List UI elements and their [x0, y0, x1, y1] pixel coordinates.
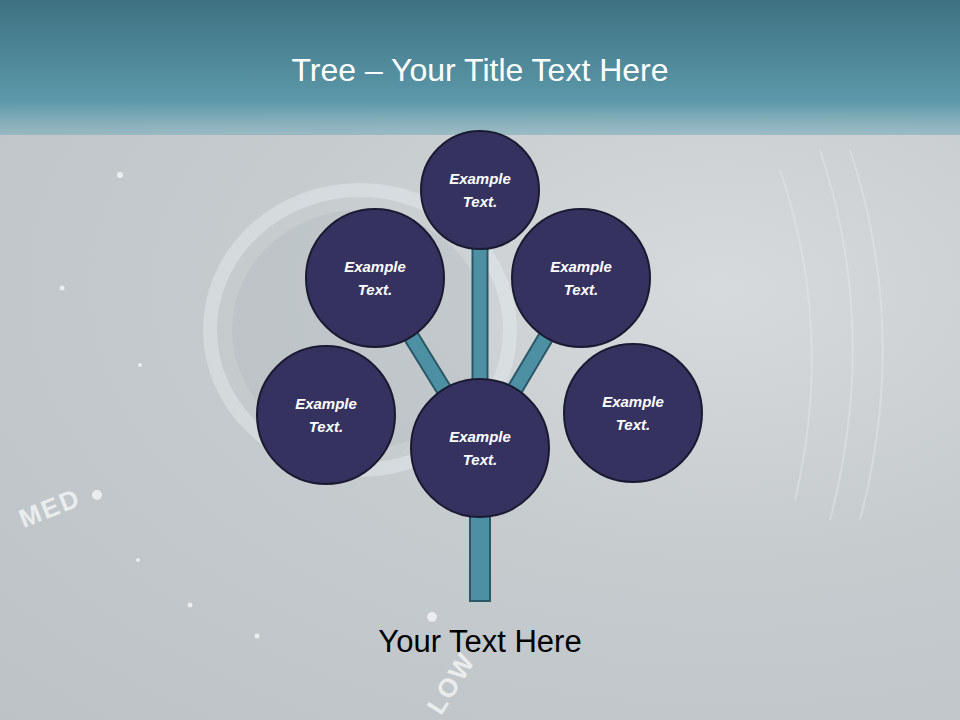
- circle-shape: [410, 378, 550, 518]
- circle-text: Example Text.: [438, 167, 522, 213]
- circle-fill: [421, 131, 539, 249]
- circle-text: Example Text.: [539, 255, 623, 301]
- circle-shape: [420, 130, 540, 250]
- circle-fill: [257, 346, 395, 484]
- light-streaks: [780, 150, 883, 520]
- tree-circle: Example Text.: [563, 343, 703, 483]
- header-band: [0, 0, 960, 135]
- tree-branch: [514, 335, 548, 392]
- circle-text: Example Text.: [333, 255, 417, 301]
- tree-circle: Example Text.: [511, 208, 651, 348]
- circle-text: Example Text.: [591, 390, 675, 436]
- branch-outline: [472, 246, 489, 382]
- watermark-label: MED: [15, 482, 86, 535]
- branch-outline: [410, 334, 446, 392]
- branch-outline: [514, 335, 548, 392]
- circle-shape: [563, 343, 703, 483]
- tree-circle: Example Text.: [420, 130, 540, 250]
- slide-title: Tree – Your Title Text Here: [0, 52, 960, 89]
- tree-circle: Example Text.: [410, 378, 550, 518]
- tree-branch: [410, 334, 446, 392]
- circle-fill: [306, 209, 444, 347]
- circle-fill: [564, 344, 702, 482]
- circle-shape: [511, 208, 651, 348]
- circle-text: Example Text.: [438, 425, 522, 471]
- tree-trunk: [470, 505, 490, 601]
- tree-circle: Example Text.: [305, 208, 445, 348]
- circle-shape: [256, 345, 396, 485]
- circle-text: Example Text.: [284, 392, 368, 438]
- circle-fill: [411, 379, 549, 517]
- tree-branch: [474, 246, 487, 382]
- circle-fill: [512, 209, 650, 347]
- tree-circle: Example Text.: [256, 345, 396, 485]
- circle-shape: [305, 208, 445, 348]
- slide-caption: Your Text Here: [0, 624, 960, 660]
